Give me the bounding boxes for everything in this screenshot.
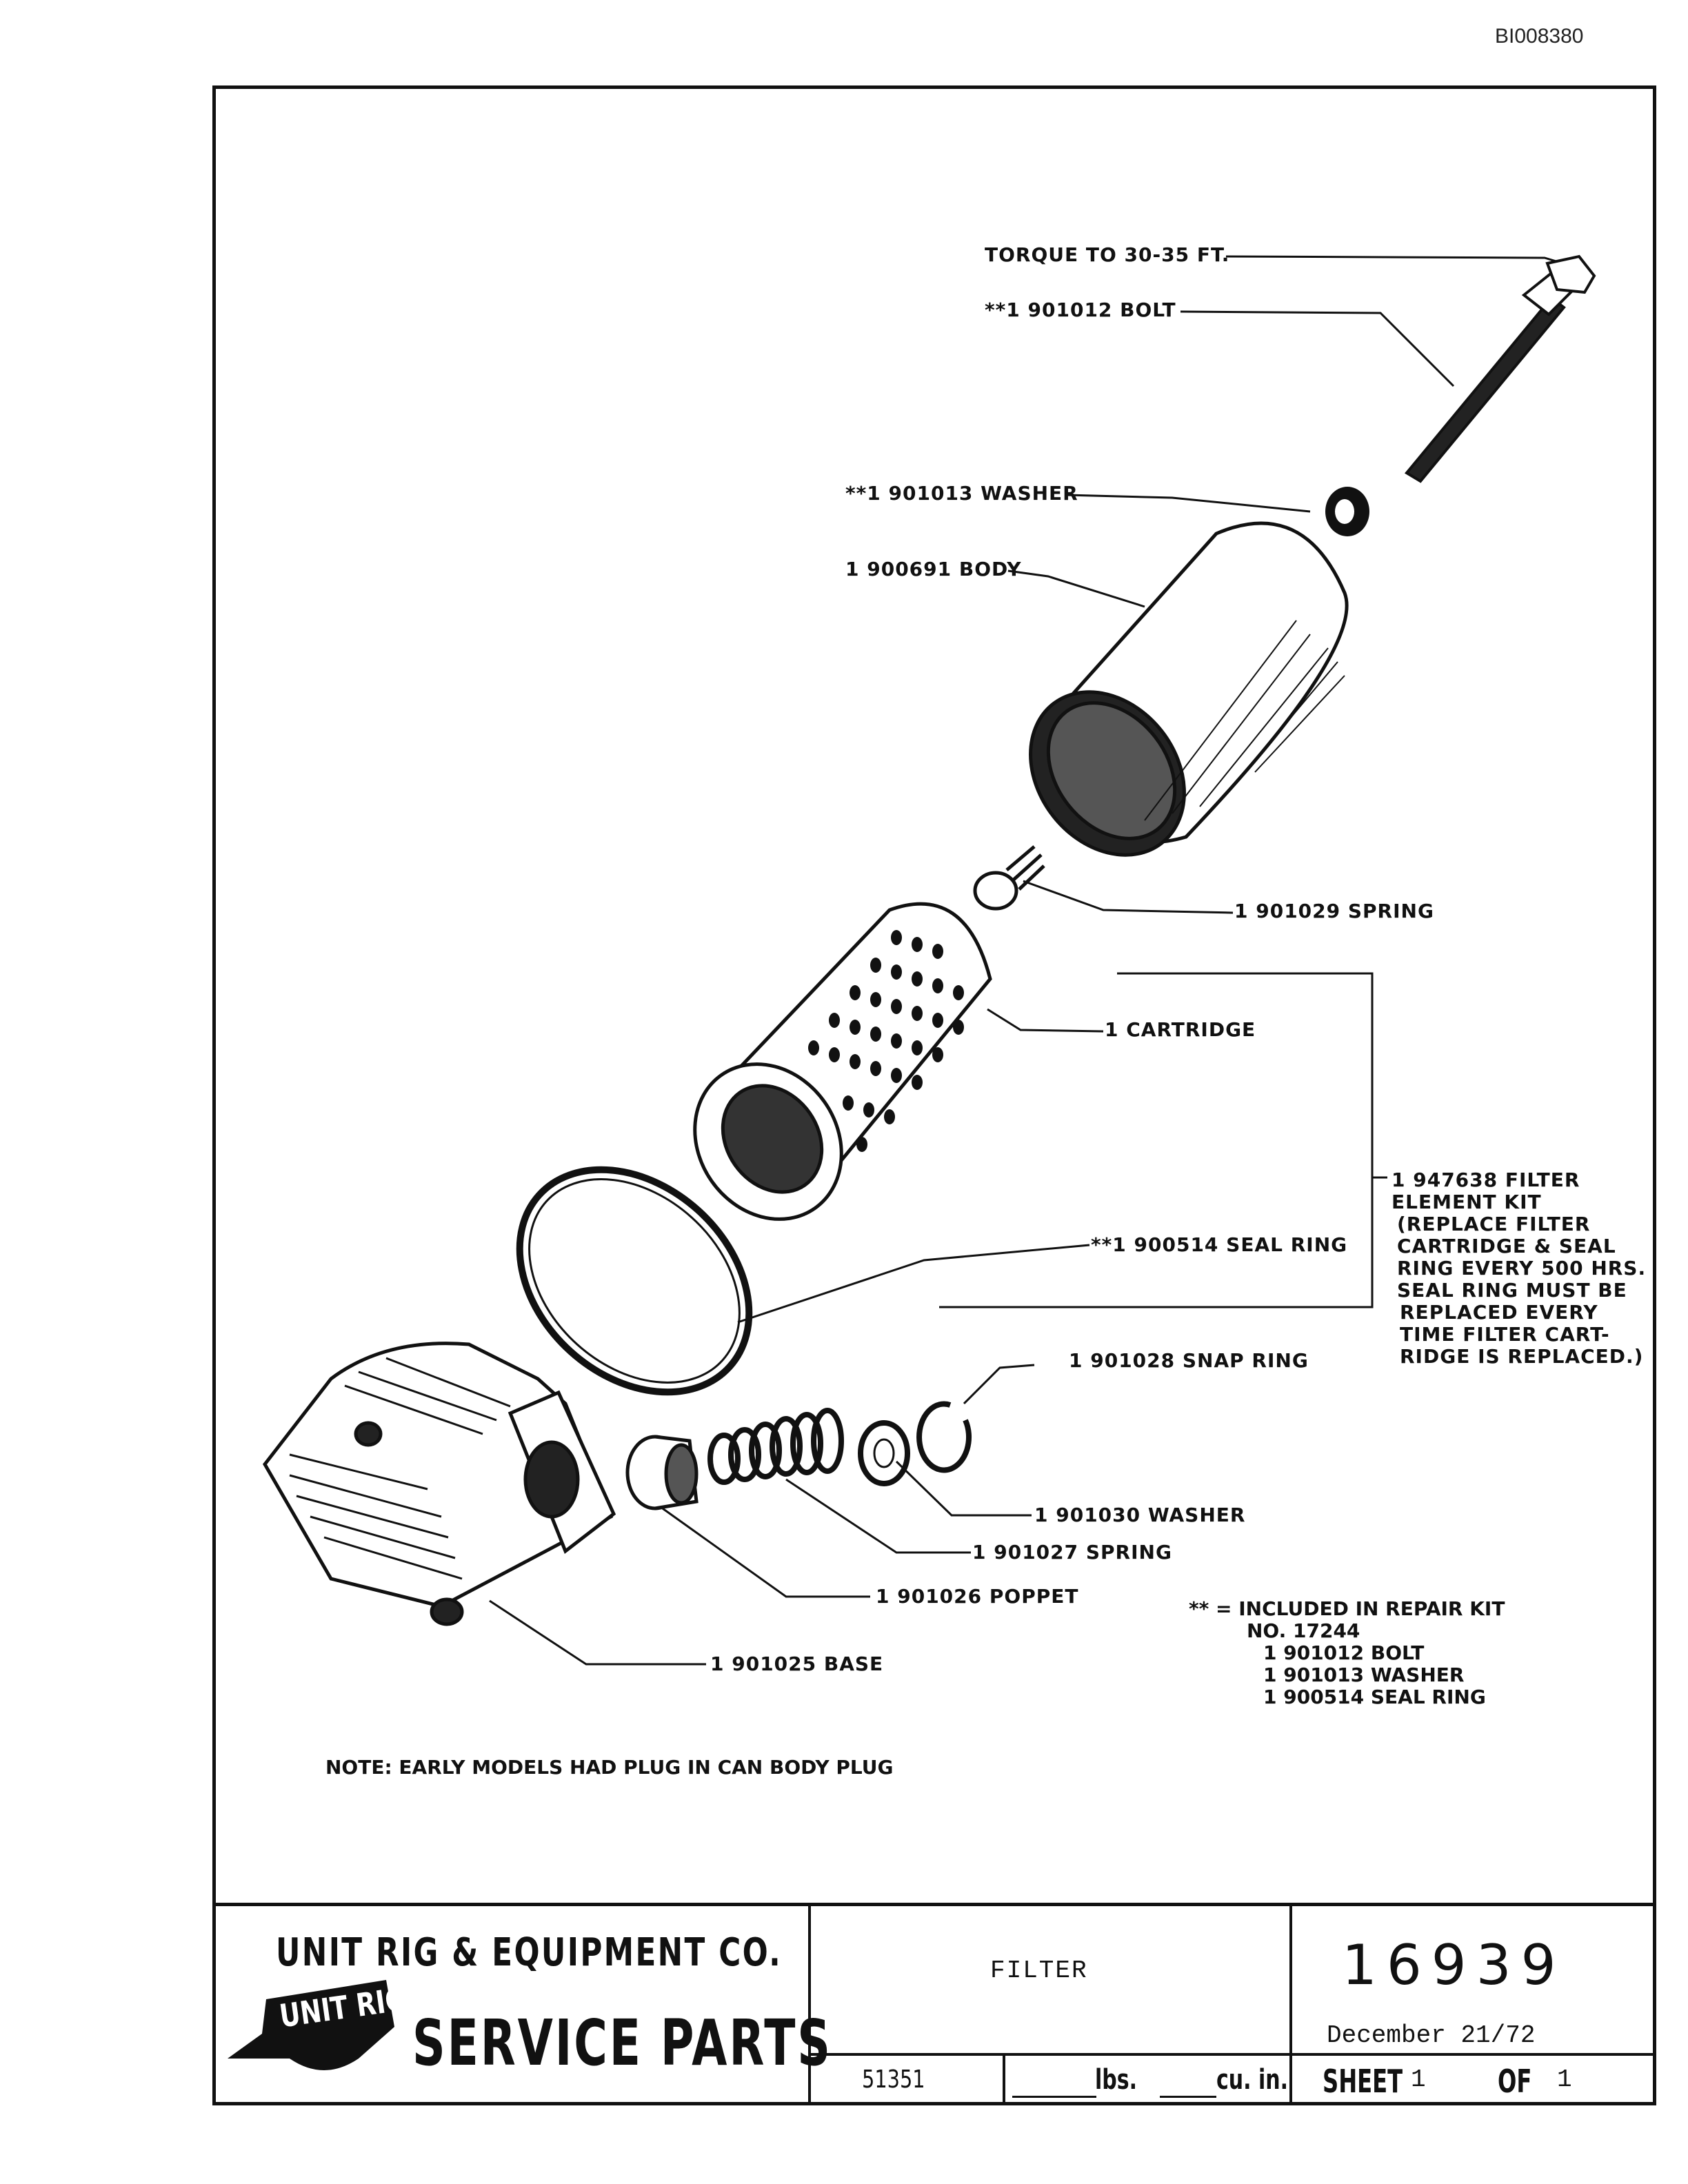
leader-cartridge: [987, 1008, 1104, 1033]
leader-washer-bottom: [895, 1460, 1032, 1517]
callout-base: 1 901025 BASE: [710, 1652, 884, 1675]
callout-filter-kit-8: TIME FILTER CART-: [1400, 1323, 1610, 1346]
total-sheets: 1: [1557, 2065, 1572, 2094]
repair-kit-line-4: 1 901013 WASHER: [1263, 1664, 1465, 1686]
callout-washer-top: **1 901013 WASHER: [845, 482, 1078, 505]
poppet-part: [625, 1435, 699, 1510]
title-block-divider-2: [1289, 1903, 1292, 2105]
leader-body: [1007, 569, 1145, 608]
leader-bolt: [1180, 310, 1455, 387]
title-block-top-rule: [212, 1903, 1656, 1906]
kit-bracket: [939, 972, 1374, 1308]
repair-kit-line-5: 1 900514 SEAL RING: [1263, 1686, 1486, 1708]
repair-kit-line-1: ** = INCLUDED IN REPAIR KIT: [1189, 1597, 1505, 1620]
callout-snap-ring: 1 901028 SNAP RING: [1069, 1349, 1309, 1372]
part-title: FILTER: [990, 1957, 1088, 1985]
callout-filter-kit-1: 1 947638 FILTER: [1391, 1169, 1580, 1191]
callout-filter-kit-5: RING EVERY 500 HRS.: [1397, 1257, 1647, 1280]
leader-poppet: [660, 1506, 870, 1598]
callout-bolt: **1 901012 BOLT: [985, 299, 1176, 321]
callout-filter-kit-6: SEAL RING MUST BE: [1397, 1279, 1627, 1302]
callout-spring-top: 1 901029 SPRING: [1234, 900, 1434, 922]
body-part: [1029, 521, 1349, 857]
weight-label: lbs.: [1095, 2064, 1138, 2096]
callout-filter-kit-4: CARTRIDGE & SEAL: [1397, 1235, 1616, 1257]
sheet-number: 1: [1411, 2065, 1426, 2094]
repair-kit-line-3: 1 901012 BOLT: [1263, 1641, 1425, 1664]
callout-filter-kit-7: REPLACED EVERY: [1400, 1301, 1598, 1324]
callout-spring-bottom: 1 901027 SPRING: [972, 1541, 1172, 1564]
washer-bottom-part: [858, 1420, 910, 1486]
leader-seal: [737, 1244, 1090, 1324]
base-part: [262, 1342, 616, 1626]
leader-spring-bottom: [785, 1478, 971, 1554]
spring-bottom-part: [707, 1408, 844, 1485]
callout-poppet: 1 901026 POPPET: [876, 1585, 1079, 1608]
callout-seal-ring: **1 900514 SEAL RING: [1091, 1233, 1348, 1256]
callout-body: 1 900691 BODY: [845, 558, 1022, 580]
callout-filter-kit-2: ELEMENT KIT: [1391, 1191, 1542, 1213]
note-early-models: NOTE: EARLY MODELS HAD PLUG IN CAN BODY …: [325, 1756, 894, 1779]
callout-filter-kit-9: RIDGE IS REPLACED.): [1400, 1345, 1644, 1368]
title-block: [212, 1903, 1656, 2105]
spring-top-part: [973, 845, 1045, 911]
document-id: BI008380: [1495, 25, 1584, 48]
cartridge-part: [693, 902, 992, 1221]
service-parts-heading: SERVICE PARTS: [412, 2006, 832, 2080]
drawing-date: December 21/72: [1327, 2021, 1536, 2050]
repair-kit-line-2: NO. 17244: [1247, 1619, 1360, 1642]
callout-torque: TORQUE TO 30-35 FT.: [985, 243, 1230, 266]
callout-cartridge: 1 CARTRIDGE: [1105, 1018, 1256, 1041]
leader-spring-top: [1023, 880, 1234, 914]
company-name: UNIT RIG & EQUIPMENT CO.: [276, 1930, 783, 1975]
sheet-label: SHEET: [1323, 2063, 1403, 2100]
lbs-blank: [1012, 2096, 1096, 2098]
callout-washer-bottom: 1 901030 WASHER: [1034, 1504, 1246, 1526]
unit-rig-logo-icon: [228, 1980, 394, 2070]
title-block-bottom-rule: [808, 2053, 1656, 2056]
leader-base: [489, 1599, 706, 1666]
volume-label: cu. in.: [1216, 2064, 1289, 2096]
of-label: OF: [1498, 2063, 1532, 2100]
washer-top-part: [1325, 487, 1369, 536]
reference-code: 51351: [862, 2065, 925, 2094]
seal-ring-part: [516, 1166, 753, 1396]
bolt-part: [1404, 254, 1596, 483]
drawing-frame: [212, 85, 1656, 2105]
leader-snap: [963, 1364, 1035, 1405]
title-block-divider-3: [1003, 2053, 1005, 2105]
part-number: 16939: [1342, 1933, 1566, 1997]
cuin-blank: [1160, 2096, 1216, 2098]
leader-torque: [1225, 255, 1573, 267]
leader-washer: [1065, 494, 1311, 513]
callout-filter-kit-3: (REPLACE FILTER: [1397, 1213, 1591, 1235]
title-block-divider-1: [808, 1903, 811, 2105]
snap-ring-part: [916, 1401, 972, 1473]
